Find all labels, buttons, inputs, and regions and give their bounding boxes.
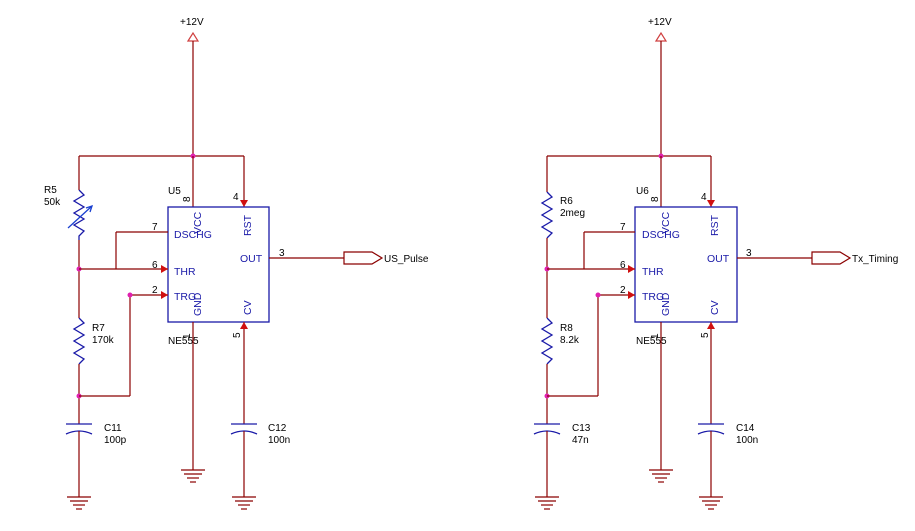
r-bot-ref-left: R7 xyxy=(92,323,105,334)
resistor-r7 xyxy=(72,317,86,365)
pin-rst: RST xyxy=(242,214,254,236)
svg-text:6: 6 xyxy=(620,260,626,271)
pin-out: OUT xyxy=(240,253,263,265)
resistor-r6 xyxy=(540,191,554,239)
ground-symbol xyxy=(181,469,205,483)
ic-part-left: NE555 xyxy=(168,336,199,347)
ground-symbol xyxy=(67,496,91,510)
r-top-ref-right: R6 xyxy=(560,196,573,207)
svg-text:2: 2 xyxy=(152,285,158,296)
svg-text:4: 4 xyxy=(233,192,239,203)
ic-ref-left: U5 xyxy=(168,186,181,197)
circuit-left: +12V U5 NE555 DSCHG THR TRG OUT VCC RST … xyxy=(44,17,429,510)
pin-thr: THR xyxy=(174,266,196,278)
r-bot-ref-right: R8 xyxy=(560,323,573,334)
svg-text:1: 1 xyxy=(650,333,661,339)
net-out-left: US_Pulse xyxy=(384,254,429,265)
ground-symbol xyxy=(232,496,256,510)
net-port-left xyxy=(343,251,384,265)
power-symbol-left xyxy=(186,31,200,42)
svg-text:OUT: OUT xyxy=(707,253,730,265)
svg-text:THR: THR xyxy=(642,266,664,278)
c-timing-ref-left: C11 xyxy=(104,423,122,434)
svg-text:6: 6 xyxy=(152,260,158,271)
ic-u6 xyxy=(634,206,738,323)
svg-text:7: 7 xyxy=(152,222,158,233)
svg-text:VCC: VCC xyxy=(660,211,672,234)
svg-text:GND: GND xyxy=(660,292,672,316)
svg-text:RST: RST xyxy=(709,214,721,236)
r-top-val-left: 50k xyxy=(44,197,61,208)
svg-text:8: 8 xyxy=(650,196,661,202)
c-timing-val-left: 100p xyxy=(104,435,127,446)
r-bot-val-left: 170k xyxy=(92,335,115,346)
ground-symbol xyxy=(535,496,559,510)
ic-part-right: NE555 xyxy=(636,336,667,347)
resistor-r5 xyxy=(72,189,86,240)
svg-text:4: 4 xyxy=(701,192,707,203)
svg-text:7: 7 xyxy=(620,222,626,233)
svg-text:1: 1 xyxy=(182,333,193,339)
svg-text:TRG: TRG xyxy=(642,291,664,303)
c-timing-val-right: 47n xyxy=(572,435,589,446)
ground-symbol xyxy=(649,469,673,483)
svg-text:3: 3 xyxy=(746,248,752,259)
ground-symbol xyxy=(699,496,723,510)
svg-text:5: 5 xyxy=(700,332,711,338)
power-label-left: +12V xyxy=(180,17,204,28)
c-cv-ref-right: C14 xyxy=(736,423,755,434)
svg-text:2: 2 xyxy=(620,285,626,296)
resistor-r8 xyxy=(540,317,554,365)
svg-text:5: 5 xyxy=(232,332,243,338)
power-symbol-right xyxy=(654,31,668,42)
c-cv-ref-left: C12 xyxy=(268,423,287,434)
pin-gnd: GND xyxy=(192,292,204,316)
c-timing-ref-right: C13 xyxy=(572,423,591,434)
ic-ref-right: U6 xyxy=(636,186,649,197)
svg-text:8: 8 xyxy=(182,196,193,202)
pin-trg: TRG xyxy=(174,291,196,303)
svg-text:3: 3 xyxy=(279,248,285,259)
circuit-right: +12V U6 NE555 DSCHG THR TRG OUT VCC RST … xyxy=(533,17,898,510)
svg-text:CV: CV xyxy=(709,300,721,315)
power-label-right: +12V xyxy=(648,17,672,28)
pin-cv: CV xyxy=(242,300,254,315)
pin-vcc: VCC xyxy=(192,211,204,234)
net-out-right: Tx_Timing xyxy=(852,254,898,265)
pin-dschg: DSCHG xyxy=(174,229,212,241)
c-cv-val-right: 100n xyxy=(736,435,758,446)
svg-text:DSCHG: DSCHG xyxy=(642,229,680,241)
r-top-val-right: 2meg xyxy=(560,208,585,219)
r-bot-val-right: 8.2k xyxy=(560,335,580,346)
r-top-ref-left: R5 xyxy=(44,185,57,196)
ic-u5 xyxy=(167,206,270,323)
c-cv-val-left: 100n xyxy=(268,435,290,446)
net-port-right xyxy=(811,251,852,265)
